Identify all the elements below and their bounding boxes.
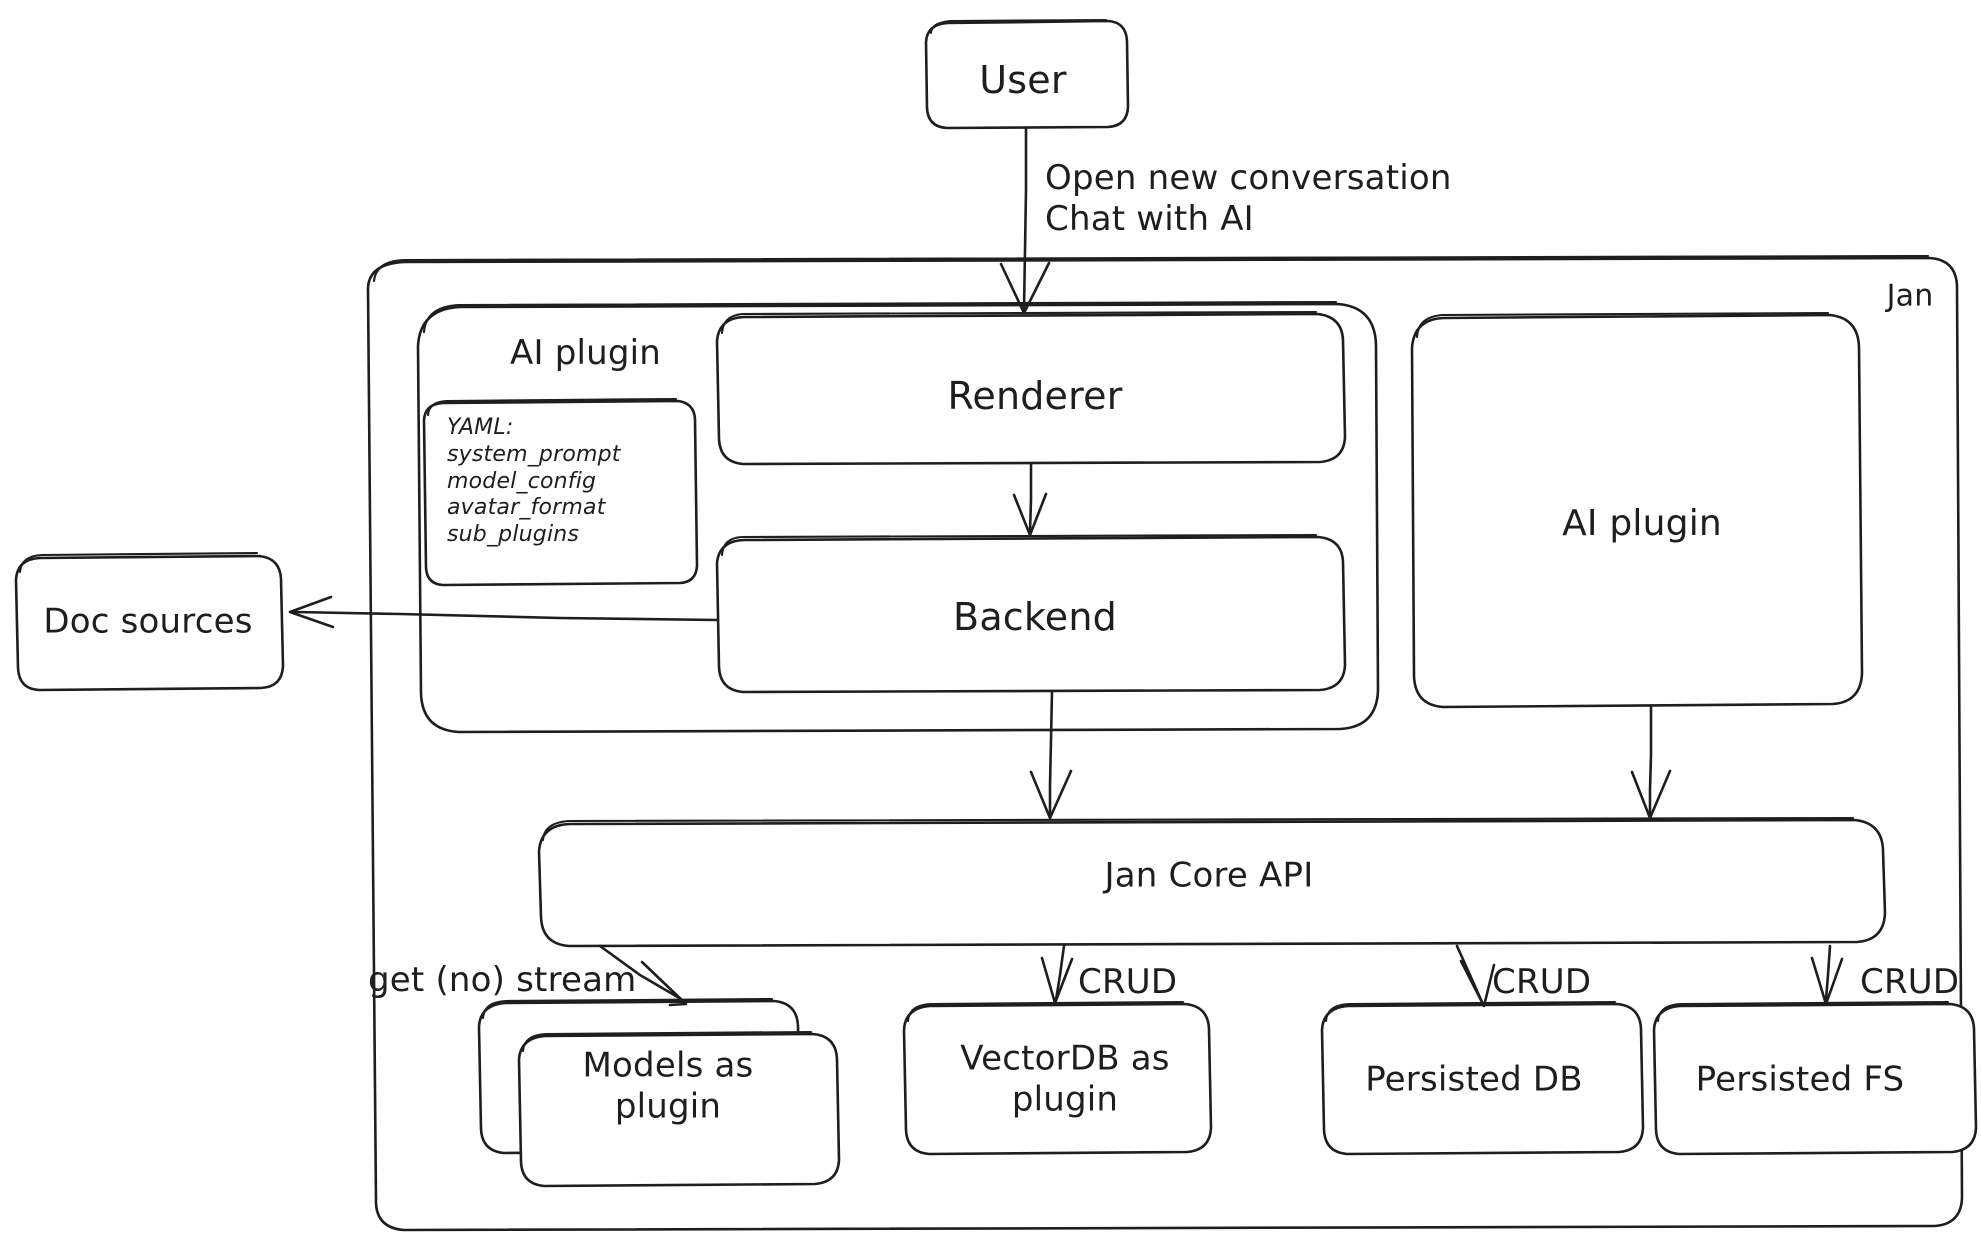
edge-label-core-to-vectordb: CRUD bbox=[1078, 962, 1178, 1002]
node-models-as-plugin-shape bbox=[517, 1030, 841, 1188]
edge-renderer-to-backend bbox=[1012, 462, 1048, 537]
edge-ai-plugin-to-jan-core-api bbox=[1630, 705, 1672, 820]
node-persisted-db-shape bbox=[1320, 1000, 1645, 1156]
outer-container-jan-label: Jan bbox=[1886, 278, 1934, 314]
edge-core-to-models bbox=[598, 944, 688, 1007]
node-doc-sources-label: Doc sources bbox=[43, 601, 253, 642]
group-ai-plugin-shape bbox=[416, 300, 1380, 734]
node-renderer-label: Renderer bbox=[947, 373, 1123, 418]
node-persisted-fs-shape bbox=[1652, 1000, 1978, 1156]
edge-label-core-to-persisted-db: CRUD bbox=[1492, 962, 1592, 1002]
node-renderer-shape bbox=[715, 310, 1347, 466]
edge-user-to-renderer bbox=[999, 126, 1051, 315]
node-persisted-db-label: Persisted DB bbox=[1365, 1059, 1583, 1100]
group-ai-plugin-label: AI plugin bbox=[510, 333, 662, 373]
node-vectordb-as-plugin-shape bbox=[902, 1000, 1213, 1156]
edge-label-user-to-renderer: Open new conversation Chat with AI bbox=[1045, 158, 1452, 240]
edge-backend-to-jan-core-api bbox=[1029, 690, 1073, 820]
edge-core-to-vectordb bbox=[1040, 944, 1074, 1005]
yaml-card-shape bbox=[422, 397, 699, 587]
node-vectordb-as-plugin-label: VectorDB as plugin bbox=[960, 1038, 1170, 1120]
node-backend-shape bbox=[715, 533, 1347, 694]
node-jan-core-api-label: Jan Core API bbox=[1104, 855, 1314, 896]
outer-container-jan-shape bbox=[366, 254, 1964, 1232]
edge-label-core-to-persisted-fs: CRUD bbox=[1860, 962, 1960, 1002]
node-user-shape bbox=[924, 18, 1130, 130]
node-persisted-fs-label: Persisted FS bbox=[1695, 1059, 1905, 1100]
edge-backend-to-doc-sources bbox=[288, 595, 719, 629]
node-backend-label: Backend bbox=[953, 594, 1117, 639]
node-models-as-plugin-label: Models as plugin bbox=[582, 1045, 754, 1127]
edge-label-core-to-models: get (no) stream bbox=[368, 960, 637, 1000]
yaml-card-text: YAML: system_prompt model_config avatar_… bbox=[447, 415, 621, 548]
node-ai-plugin-label: AI plugin bbox=[1562, 503, 1722, 545]
edge-core-to-persisted-fs bbox=[1810, 944, 1844, 1006]
node-doc-sources-shape bbox=[14, 551, 285, 692]
node-ai-plugin-shape bbox=[1410, 311, 1864, 709]
edge-core-to-persisted-db bbox=[1455, 944, 1496, 1008]
node-jan-core-api-shape bbox=[537, 816, 1887, 948]
node-user-label: User bbox=[979, 57, 1067, 102]
